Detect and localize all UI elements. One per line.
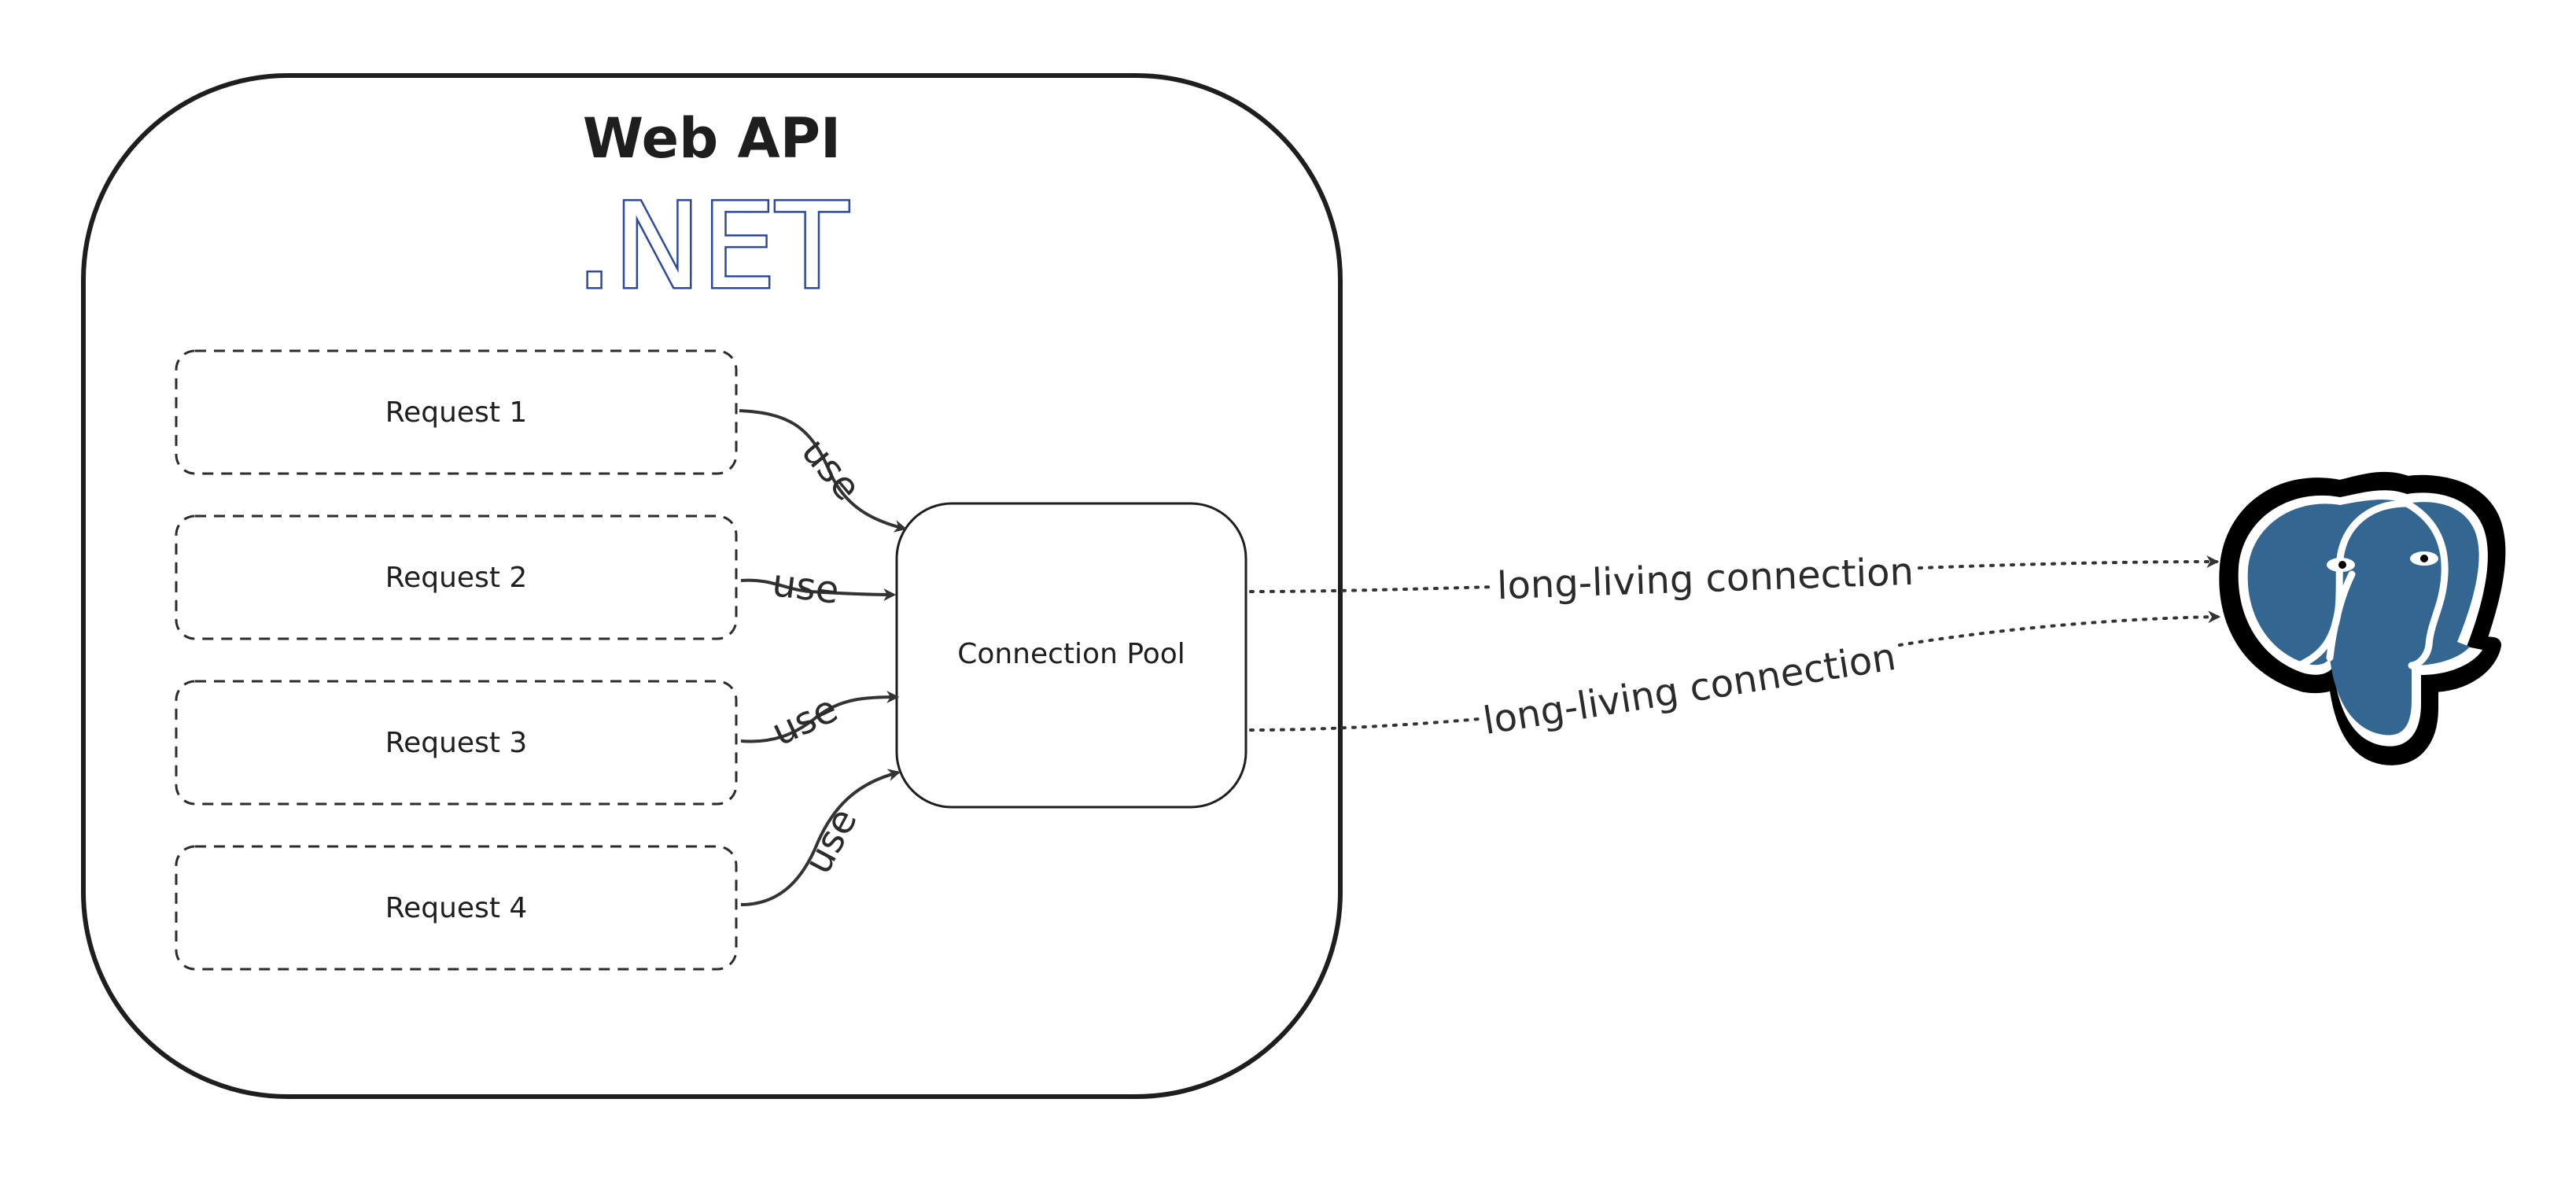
request-label: Request 2 [385, 562, 528, 594]
use-label: use [770, 561, 842, 613]
long-living-connection-arrow [1898, 610, 2221, 647]
use-arrow [740, 769, 901, 906]
request-box: Request 1 [175, 349, 738, 475]
connection-pool-label: Connection Pool [957, 638, 1185, 670]
long-living-connection-arrow [1249, 717, 1480, 732]
request-box: Request 2 [175, 514, 738, 640]
dotnet-logo: .NET [576, 179, 849, 315]
use-arrow [739, 409, 908, 533]
request-label: Request 3 [385, 727, 528, 759]
postgresql-elephant-icon [2219, 471, 2506, 765]
use-arrow [740, 691, 900, 743]
request-box: Request 3 [175, 680, 738, 806]
request-label: Request 1 [385, 396, 528, 429]
connection-label: long-living connection [1496, 550, 1914, 608]
long-living-connection-arrow [1918, 555, 2220, 570]
web-api-container [81, 73, 1343, 1099]
use-arrow [740, 578, 897, 601]
long-living-connection-arrow [1249, 585, 1496, 593]
request-box: Request 4 [175, 845, 738, 971]
request-label: Request 4 [385, 892, 528, 924]
connection-label: long-living connection [1480, 635, 1899, 743]
container-title: Web API [583, 106, 841, 171]
connection-pool-box: Connection Pool [895, 502, 1247, 809]
